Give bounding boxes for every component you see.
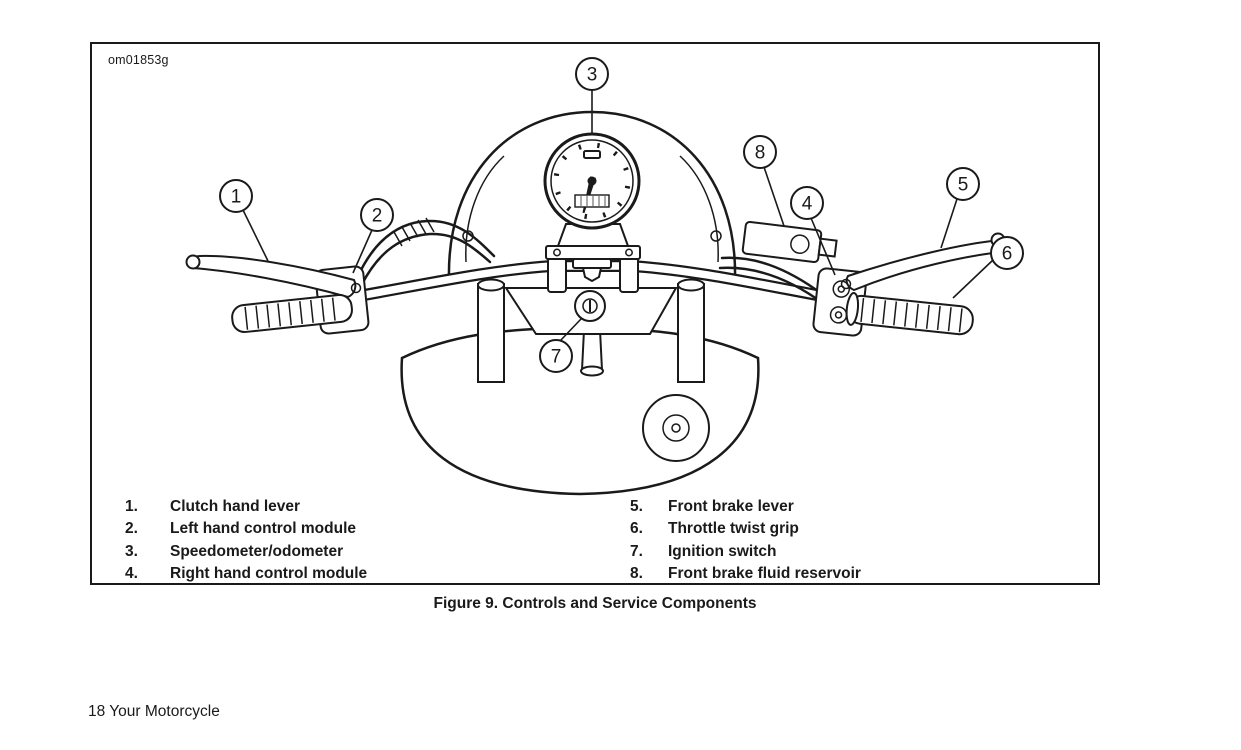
legend-item-7-number: 7. [630,542,643,560]
steering-stem-illustration [580,329,604,377]
callout-6: 6 [990,236,1024,270]
legend-item-2: 2. Left hand control module [125,518,367,540]
legend-column-right: 5. Front brake lever 6. Throttle twist g… [630,496,861,585]
fork-tubes-illustration [477,278,705,383]
legend-item-6-label: Throttle twist grip [668,520,799,538]
legend-item-8-label: Front brake fluid reservoir [668,565,861,583]
callout-8: 8 [743,135,777,169]
brake-lever-illustration [840,232,1015,292]
legend-item-3-label: Speedometer/odometer [170,542,344,560]
legend-item-4-label: Right hand control module [170,565,368,583]
callout-5-number: 5 [958,175,969,196]
legend-item-7-label: Ignition switch [668,542,777,560]
legend-item-2-label: Left hand control module [170,520,356,538]
legend-item-5: 5. Front brake lever [630,496,861,518]
legend-item-5-number: 5. [630,498,643,516]
speedometer-bracket-illustration [545,223,641,283]
callout-4-number: 4 [802,194,813,215]
legend-item-8-number: 8. [630,565,643,583]
legend-item-3-number: 3. [125,542,138,560]
callout-7: 7 [539,339,573,373]
throttle-grip-illustration [845,292,974,336]
legend-item-4-number: 4. [125,565,138,583]
callout-leader-lines [242,90,994,342]
callout-4: 4 [790,186,824,220]
gas-cap-illustration [642,394,710,462]
callout-7-number: 7 [551,347,562,368]
callout-6-number: 6 [1002,244,1013,265]
legend-item-4: 4. Right hand control module [125,563,367,585]
legend-item-1: 1. Clutch hand lever [125,496,367,518]
ignition-switch-illustration [574,290,606,322]
legend-item-7: 7. Ignition switch [630,541,861,563]
callout-1-number: 1 [231,187,242,208]
legend-item-6: 6. Throttle twist grip [630,518,861,540]
brake-fluid-reservoir-illustration [741,220,838,264]
brake-hose-illustration [718,256,826,306]
legend-item-3: 3. Speedometer/odometer [125,541,367,563]
legend-item-8: 8. Front brake fluid reservoir [630,563,861,585]
legend-item-6-number: 6. [630,520,643,538]
clutch-cable-illustration [356,217,496,286]
callout-3: 3 [575,57,609,91]
callout-5: 5 [946,167,980,201]
legend-item-1-number: 1. [125,498,138,516]
clutch-lever-illustration [185,254,362,299]
left-grip-illustration [231,293,353,334]
legend-column-left: 1. Clutch hand lever 2. Left hand contro… [125,496,367,585]
page-footer: 18 Your Motorcycle [88,703,220,720]
callout-1: 1 [219,179,253,213]
callout-2-number: 2 [372,206,383,227]
figure-caption: Figure 9. Controls and Service Component… [433,595,757,612]
drawing-code-label: om01853g [108,53,169,67]
legend-item-1-label: Clutch hand lever [170,498,301,516]
speedometer-illustration [543,132,641,230]
legend-item-2-number: 2. [125,520,138,538]
legend-item-5-label: Front brake lever [668,498,794,516]
callout-8-number: 8 [755,143,766,164]
callout-3-number: 3 [587,65,598,86]
callout-2: 2 [360,198,394,232]
